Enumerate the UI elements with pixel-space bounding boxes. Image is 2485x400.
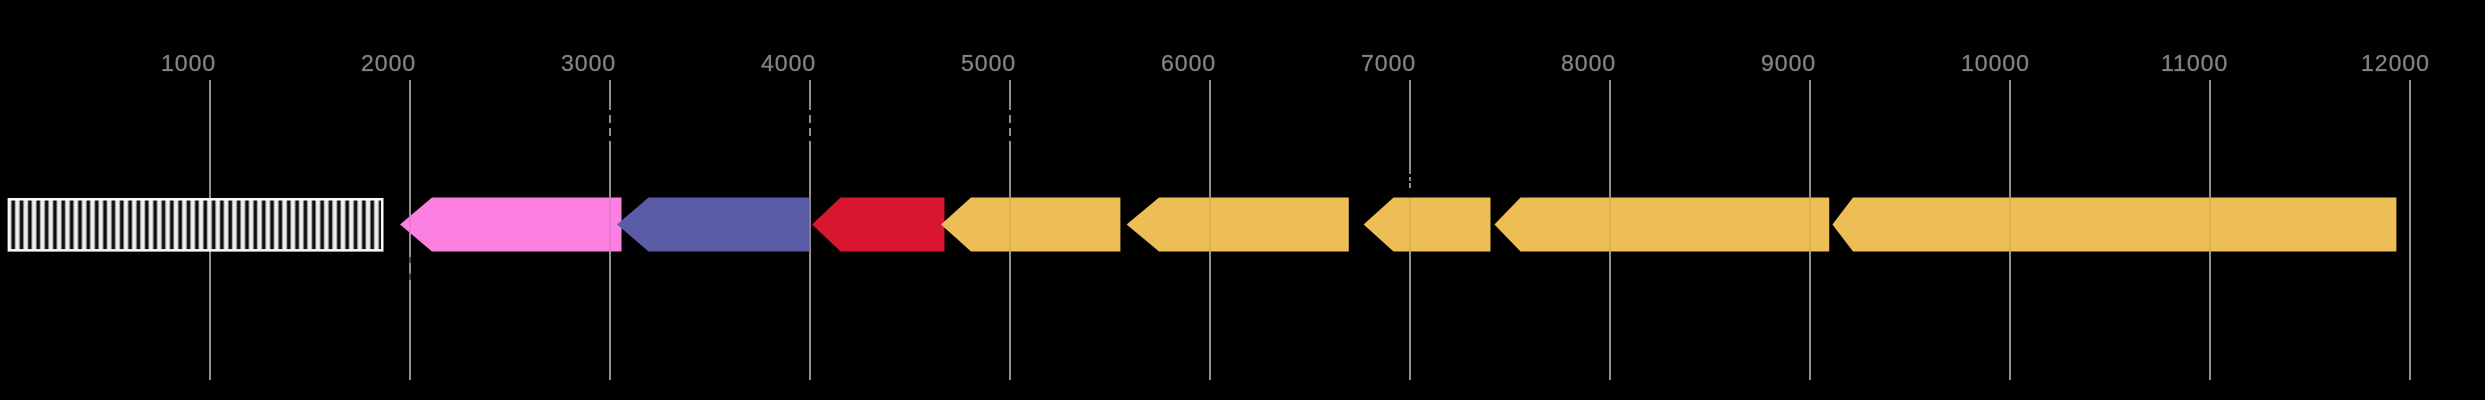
svg-text:9000: 9000 xyxy=(1761,50,1816,76)
svg-text:4000: 4000 xyxy=(761,50,816,76)
svg-text:3000: 3000 xyxy=(561,50,616,76)
svg-text:5000: 5000 xyxy=(961,50,1016,76)
svg-text:11000: 11000 xyxy=(2161,50,2228,76)
svg-text:1000: 1000 xyxy=(161,50,216,76)
svg-text:10000: 10000 xyxy=(1961,50,2030,76)
svg-text:12000: 12000 xyxy=(2361,50,2430,76)
svg-text:7000: 7000 xyxy=(1361,50,1416,76)
svg-text:6000: 6000 xyxy=(1161,50,1216,76)
svg-text:2000: 2000 xyxy=(361,50,416,76)
svg-text:8000: 8000 xyxy=(1561,50,1616,76)
